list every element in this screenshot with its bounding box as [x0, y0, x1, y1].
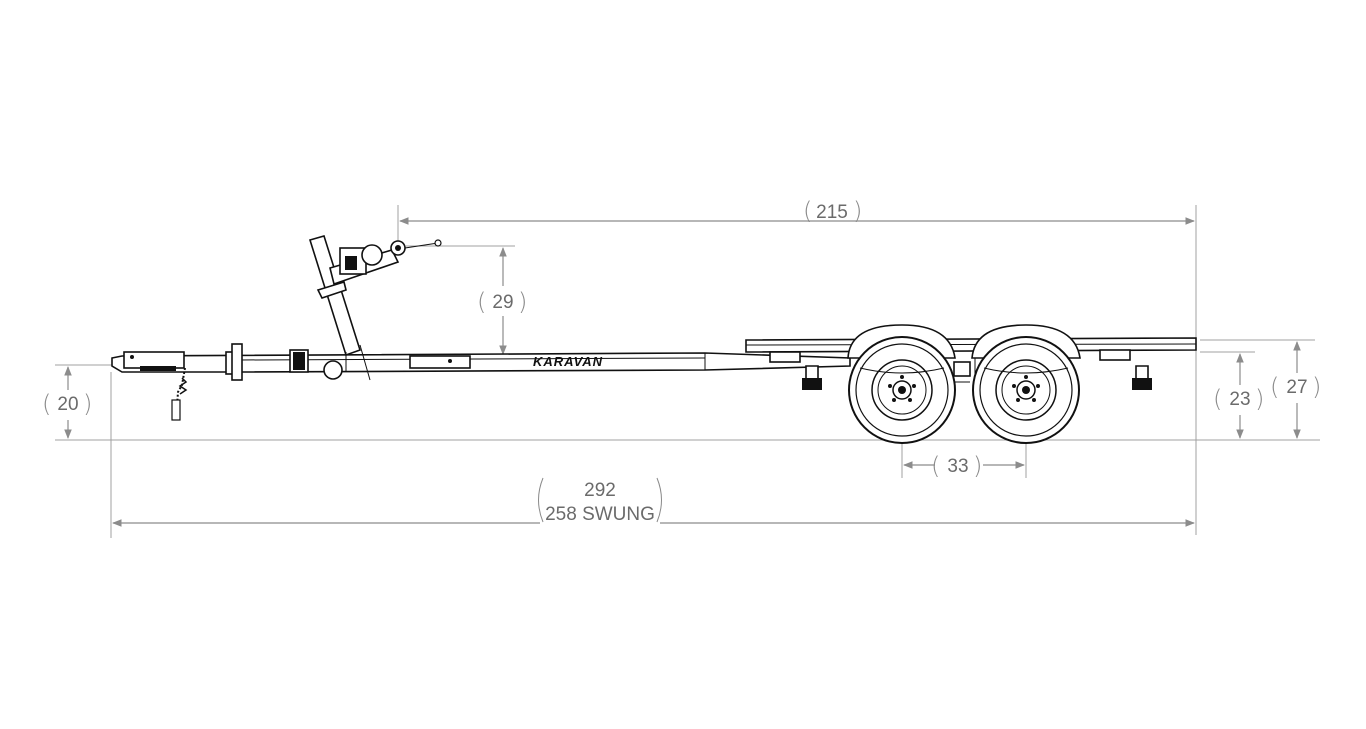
dim-20-label: 20 [57, 394, 78, 415]
svg-text:): ) [83, 390, 92, 418]
dim-27: ( 27 ) [1270, 341, 1321, 439]
brand-logo: KARAVAN [533, 354, 603, 369]
svg-text:(: ( [42, 390, 51, 418]
dim-292: 292 258 SWUNG [112, 474, 1195, 527]
trailer: KARAVAN [111, 235, 1197, 444]
svg-text:): ) [518, 288, 527, 316]
dim-258-swung-label: 258 SWUNG [545, 504, 655, 525]
paren-right: ) [853, 197, 862, 225]
extension-lines [55, 205, 1320, 538]
svg-text:): ) [1255, 385, 1264, 413]
tongue-frame: KARAVAN [111, 352, 851, 373]
dim-33-label: 33 [947, 456, 968, 477]
jack-clamp [289, 349, 309, 373]
winch-stand [308, 235, 442, 381]
dim-23: ( 23 ) [1213, 353, 1264, 439]
suspension [859, 361, 1069, 377]
paren-left: ( [803, 197, 812, 225]
svg-text:(: ( [477, 288, 486, 316]
svg-text:(: ( [931, 452, 940, 480]
dim-23-label: 23 [1229, 389, 1250, 410]
dim-215-label: 215 [816, 202, 848, 223]
dim-29-label: 29 [492, 292, 513, 313]
svg-text:(: ( [1213, 385, 1222, 413]
svg-text:(: ( [1270, 373, 1279, 401]
wheel-front [848, 336, 956, 444]
dim-29: ( 29 ) [477, 247, 527, 355]
dim-33: ( 33 ) [903, 451, 1025, 480]
svg-text:): ) [1312, 373, 1321, 401]
safety-chain [171, 367, 188, 421]
dim-292-label: 292 [584, 480, 616, 501]
coupler [123, 343, 243, 381]
svg-text:): ) [973, 452, 982, 480]
dim-20: ( 20 ) [42, 366, 92, 439]
dim-27-label: 27 [1286, 377, 1307, 398]
dim-215: ( 215 ) [399, 197, 1195, 225]
wheel-rear [972, 336, 1080, 444]
